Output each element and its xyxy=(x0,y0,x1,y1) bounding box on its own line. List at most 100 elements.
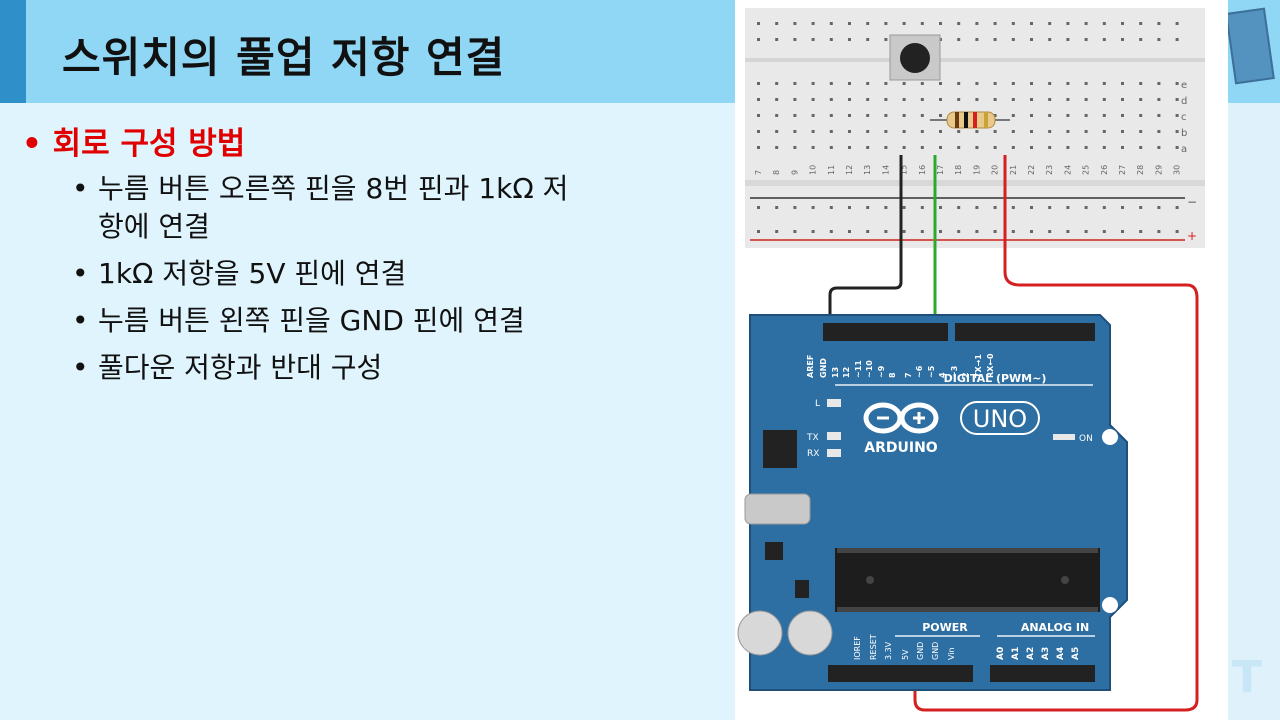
breadboard-hole xyxy=(811,82,815,85)
breadboard-hole xyxy=(920,130,924,133)
breadboard-hole xyxy=(793,114,797,117)
breadboard-hole xyxy=(1102,22,1106,25)
breadboard-hole xyxy=(884,38,888,41)
breadboard-hole xyxy=(866,22,870,25)
breadboard-column-number: 18 xyxy=(954,165,963,175)
breadboard-hole xyxy=(1030,146,1033,149)
breadboard-hole xyxy=(829,82,833,85)
breadboard-hole xyxy=(1102,98,1106,101)
push-button-cap xyxy=(900,43,930,73)
chip-pins-bottom xyxy=(837,607,1098,612)
breadboard-hole xyxy=(1157,38,1161,41)
breadboard-hole xyxy=(757,38,760,41)
breadboard-hole xyxy=(920,22,924,25)
breadboard-hole xyxy=(975,82,979,85)
breadboard-hole xyxy=(1084,230,1088,233)
breadboard-hole xyxy=(1084,206,1088,209)
header-pin-label: GND xyxy=(819,358,828,378)
breadboard-hole xyxy=(1084,146,1088,149)
breadboard-hole xyxy=(829,206,833,209)
header-pin-label: TX→1 xyxy=(974,354,983,378)
breadboard-hole xyxy=(1139,114,1143,117)
breadboard-hole xyxy=(1011,82,1015,85)
breadboard-hole xyxy=(993,146,997,149)
breadboard-hole xyxy=(848,98,851,101)
breadboard-hole xyxy=(957,98,961,101)
breadboard-hole xyxy=(939,22,942,25)
header-pin-label: ~11 xyxy=(854,360,863,378)
breadboard-hole xyxy=(1048,114,1052,117)
breadboard-hole xyxy=(793,146,797,149)
breadboard-hole xyxy=(757,114,760,117)
breadboard-column-number: 28 xyxy=(1136,165,1145,175)
breadboard-hole xyxy=(1011,22,1015,25)
breadboard-hole xyxy=(939,230,942,233)
breadboard-hole xyxy=(1175,206,1179,209)
breadboard-hole xyxy=(902,82,906,85)
breadboard-hole xyxy=(793,98,797,101)
breadboard-hole xyxy=(1084,98,1088,101)
led-on xyxy=(1053,434,1075,440)
breadboard-hole xyxy=(1011,98,1015,101)
breadboard-hole xyxy=(902,146,906,149)
breadboard-hole xyxy=(848,206,851,209)
breadboard-hole xyxy=(793,130,797,133)
capacitor xyxy=(737,610,783,656)
mount-hole xyxy=(1102,597,1118,613)
breadboard-hole xyxy=(975,98,979,101)
analog-header xyxy=(990,665,1095,682)
breadboard-hole xyxy=(1175,230,1179,233)
power-pin-label: RESET xyxy=(869,634,878,660)
breadboard-hole xyxy=(1157,130,1161,133)
breadboard-hole xyxy=(811,146,815,149)
arduino-brand-label: ARDUINO xyxy=(864,440,938,456)
analog-pin-label: A1 xyxy=(1011,647,1021,660)
breadboard-hole xyxy=(902,130,906,133)
breadboard-hole xyxy=(1048,146,1052,149)
small-chip xyxy=(765,542,783,560)
breadboard-hole xyxy=(1175,82,1179,85)
uno-model-label: UNO xyxy=(973,405,1027,433)
header-pin-label: 4 xyxy=(938,372,947,378)
breadboard-hole xyxy=(957,82,961,85)
breadboard-hole xyxy=(993,82,997,85)
breadboard-hole xyxy=(1030,230,1033,233)
breadboard-hole xyxy=(993,130,997,133)
breadboard-hole xyxy=(1048,230,1052,233)
breadboard-hole xyxy=(775,206,779,209)
breadboard-column-number: 29 xyxy=(1154,165,1163,175)
arduino-logo-icon xyxy=(863,402,939,434)
breadboard-hole xyxy=(939,146,942,149)
red-wire xyxy=(913,155,1199,712)
breadboard-column-number: 11 xyxy=(827,165,836,175)
breadboard-hole xyxy=(1139,98,1143,101)
breadboard-hole xyxy=(1030,22,1033,25)
breadboard-hole xyxy=(1121,146,1124,149)
breadboard-hole xyxy=(1066,130,1070,133)
breadboard-hole xyxy=(1102,82,1106,85)
chip-pins-top xyxy=(837,548,1098,553)
breadboard-hole xyxy=(993,230,997,233)
breadboard-hole xyxy=(1139,22,1143,25)
breadboard-hole xyxy=(811,22,815,25)
breadboard-hole xyxy=(1175,130,1179,133)
breadboard-hole xyxy=(1084,22,1088,25)
breadboard-hole xyxy=(1175,38,1179,41)
breadboard-hole xyxy=(1157,206,1161,209)
breadboard-hole xyxy=(993,22,997,25)
power-pin-label: 5V xyxy=(901,649,910,660)
mount-hole xyxy=(1102,429,1118,445)
resistor-band xyxy=(964,112,968,128)
breadboard-hole xyxy=(811,206,815,209)
breadboard-hole xyxy=(1011,230,1015,233)
breadboard-hole xyxy=(1139,130,1143,133)
breadboard-hole xyxy=(1011,38,1015,41)
breadboard-hole xyxy=(1175,114,1179,117)
breadboard-column-number: 17 xyxy=(936,165,945,175)
breadboard-hole xyxy=(775,230,779,233)
breadboard-hole xyxy=(902,114,906,117)
breadboard-hole xyxy=(902,206,906,209)
breadboard-hole xyxy=(866,98,870,101)
